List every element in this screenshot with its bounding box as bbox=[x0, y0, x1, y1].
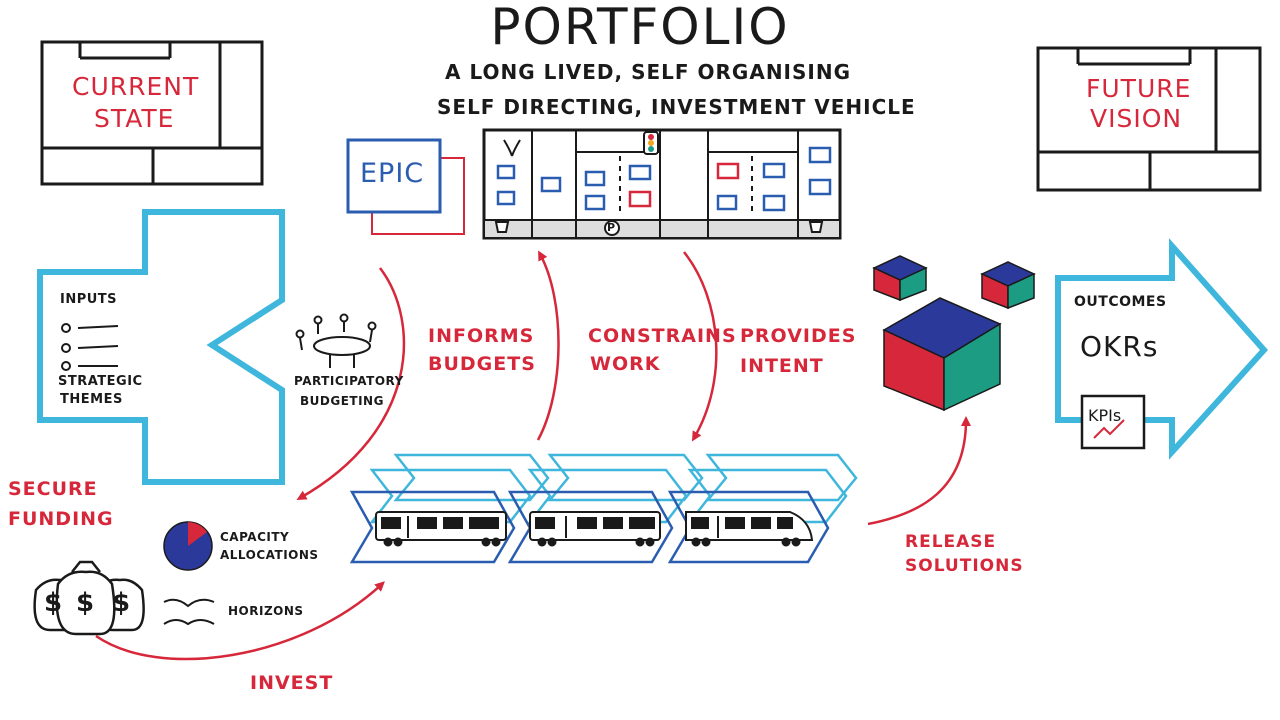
provides-label: PROVIDES bbox=[740, 325, 857, 347]
value-stream-lanes bbox=[349, 453, 858, 564]
portfolio-kanban-board bbox=[482, 128, 842, 240]
epic-label: EPIC bbox=[360, 158, 425, 189]
capacity-label-1: CAPACITY bbox=[220, 530, 290, 544]
secure-label: SECURE bbox=[8, 478, 98, 500]
participatory-label-2: BUDGETING bbox=[300, 394, 384, 408]
invest-arrow bbox=[95, 581, 385, 661]
release-label: RELEASE bbox=[905, 532, 997, 552]
future-vision-label-2: VISION bbox=[1090, 104, 1183, 133]
money-symbol-3: $ bbox=[112, 588, 132, 618]
page-title: PORTFOLIO bbox=[490, 0, 790, 56]
informs-label: INFORMS bbox=[428, 325, 535, 347]
constrains-label: CONSTRAINS bbox=[588, 325, 737, 347]
budgets-label: BUDGETS bbox=[428, 353, 536, 375]
capacity-label-2: ALLOCATIONS bbox=[220, 548, 319, 562]
subtitle-line-2: SELF DIRECTING, INVESTMENT VEHICLE bbox=[437, 95, 916, 119]
kpis-label: KPIs bbox=[1088, 406, 1122, 425]
release-solutions-arrow bbox=[867, 416, 971, 526]
money-symbol-2: $ bbox=[76, 588, 96, 618]
strategic-themes-label-1: STRATEGIC bbox=[58, 374, 143, 389]
solution-cubes bbox=[872, 255, 1036, 412]
strategic-themes-label-2: THEMES bbox=[60, 392, 123, 407]
horizons-label: HORIZONS bbox=[228, 604, 304, 618]
current-state-label-1: CURRENT bbox=[72, 72, 200, 101]
outcomes-label: OUTCOMES bbox=[1074, 294, 1167, 310]
money-symbol-1: $ bbox=[44, 588, 64, 618]
solutions-label: SOLUTIONS bbox=[905, 556, 1024, 576]
release-trains bbox=[375, 511, 814, 547]
epic-card bbox=[346, 138, 465, 235]
horizons-icon bbox=[163, 598, 215, 626]
inputs-funnel-shape bbox=[37, 209, 285, 485]
kpis-trend-icon bbox=[1093, 419, 1125, 439]
current-state-board bbox=[40, 40, 264, 186]
constrains-work-arrow bbox=[536, 250, 560, 441]
future-vision-label-1: FUTURE bbox=[1086, 74, 1192, 103]
funding-label: FUNDING bbox=[8, 508, 114, 530]
informs-budgets-arrow bbox=[296, 267, 406, 500]
kanban-column-label: P bbox=[607, 221, 616, 234]
flow-arrows bbox=[95, 250, 971, 661]
kpis-box bbox=[1080, 394, 1146, 450]
invest-label: INVEST bbox=[250, 672, 334, 694]
work-label: WORK bbox=[590, 353, 661, 375]
current-state-label-2: STATE bbox=[94, 104, 175, 133]
future-vision-board bbox=[1036, 46, 1262, 192]
inputs-bullets bbox=[61, 323, 119, 371]
okrs-label: OKRs bbox=[1080, 330, 1159, 363]
money-bags-icon bbox=[33, 560, 145, 636]
participatory-label-1: PARTICIPATORY bbox=[294, 374, 404, 388]
capacity-pie-icon bbox=[163, 521, 213, 571]
intent-label: INTENT bbox=[740, 355, 824, 377]
participatory-table-icon bbox=[295, 313, 377, 368]
subtitle-line-1: A LONG LIVED, SELF ORGANISING bbox=[445, 60, 851, 84]
provides-intent-arrow bbox=[683, 251, 718, 442]
inputs-title: INPUTS bbox=[60, 292, 118, 307]
